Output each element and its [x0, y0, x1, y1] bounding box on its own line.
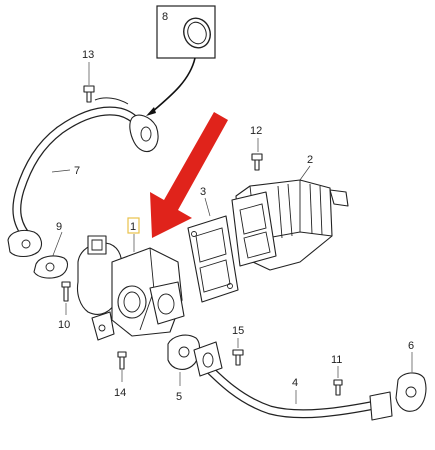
bolt-14 — [117, 351, 127, 382]
egr-valve-1 — [76, 235, 185, 341]
callout-7: 7 — [74, 165, 80, 177]
bolt-10 — [61, 281, 71, 315]
callout-4: 4 — [292, 377, 298, 389]
red-arrow-icon — [150, 112, 228, 238]
callout-9: 9 — [56, 221, 62, 233]
callout-1-highlight — [127, 217, 140, 234]
callout-1: 1 — [130, 221, 136, 233]
gasket-3 — [187, 197, 239, 303]
bolt-12 — [251, 138, 263, 171]
callout-12: 12 — [250, 125, 262, 137]
inset-box-seal — [146, 5, 216, 116]
bolt-15 — [232, 338, 244, 366]
pipe-7 — [7, 97, 159, 258]
egr-cooler-2 — [231, 165, 349, 271]
callout-2: 2 — [307, 154, 313, 166]
pipe-4 — [193, 341, 393, 421]
callout-14: 14 — [114, 387, 126, 399]
callout-11: 11 — [331, 354, 342, 366]
bolt-11 — [333, 366, 343, 396]
callout-15: 15 — [232, 325, 244, 337]
gasket-9 — [33, 231, 69, 279]
callout-10: 10 — [58, 319, 70, 331]
callout-6: 6 — [408, 340, 414, 352]
bolt-13 — [83, 62, 95, 103]
callout-5: 5 — [176, 391, 182, 403]
callout-13: 13 — [82, 49, 94, 61]
callout-8: 8 — [162, 11, 168, 23]
gasket-6 — [395, 352, 427, 412]
gasket-5 — [167, 334, 201, 386]
o-ring-icon — [183, 17, 211, 49]
callout-3: 3 — [200, 186, 206, 198]
